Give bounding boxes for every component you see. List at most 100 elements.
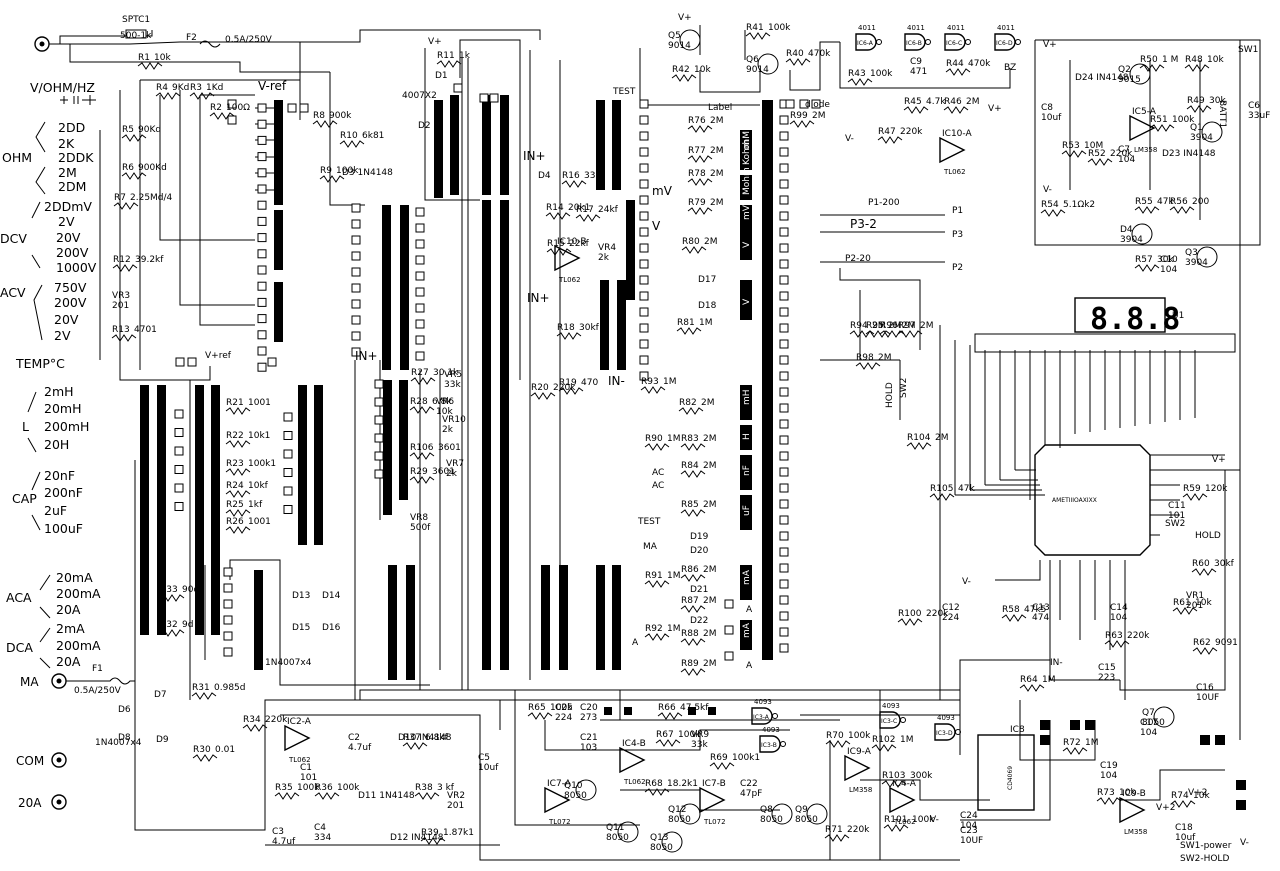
switch-pad[interactable] <box>283 431 293 440</box>
switch-pad[interactable] <box>779 323 789 333</box>
switch-pad[interactable] <box>779 195 789 205</box>
switch-pad[interactable] <box>223 583 233 593</box>
switch-pad[interactable] <box>779 291 789 301</box>
trimmer-vr5-ref[interactable]: VR5 <box>444 370 462 380</box>
switch-pad[interactable] <box>415 303 425 313</box>
switch-pad[interactable] <box>639 99 649 109</box>
switch-pad[interactable] <box>779 243 789 253</box>
switch-pad[interactable] <box>227 115 237 125</box>
switch-pad[interactable] <box>283 412 293 422</box>
switch-pad[interactable] <box>174 409 184 419</box>
switch-pad[interactable] <box>639 243 649 253</box>
switch-pad[interactable] <box>257 200 267 210</box>
switch-pad[interactable] <box>299 103 309 113</box>
switch-pad[interactable] <box>639 355 649 365</box>
switch-pad[interactable] <box>639 371 649 381</box>
switch-pad[interactable] <box>779 563 789 573</box>
switch-pad[interactable] <box>351 203 361 213</box>
switch-pad[interactable] <box>415 255 425 265</box>
switch-pad[interactable] <box>639 275 649 285</box>
switch-pad[interactable] <box>779 547 789 557</box>
switch-pad[interactable] <box>351 299 361 309</box>
switch-pad[interactable] <box>257 119 267 129</box>
switch-pad[interactable] <box>639 291 649 301</box>
switch-pad[interactable] <box>374 433 384 443</box>
switch-pad[interactable] <box>779 131 789 141</box>
trimmer-vr7-ref[interactable]: VR7 <box>446 459 464 469</box>
switch-pad[interactable] <box>639 227 649 237</box>
switch-pad[interactable] <box>283 449 293 459</box>
switch-pad[interactable] <box>223 615 233 625</box>
switch-pad[interactable] <box>257 233 267 243</box>
switch-pad[interactable] <box>174 483 184 493</box>
switch-pad[interactable] <box>223 631 233 641</box>
switch-pad[interactable] <box>639 195 649 205</box>
switch-pad[interactable] <box>415 223 425 233</box>
trimmer-vr3-ref[interactable]: VR3 <box>112 291 130 301</box>
switch-pad[interactable] <box>785 99 795 109</box>
switch-pad[interactable] <box>257 216 267 226</box>
switch-pad[interactable] <box>779 339 789 349</box>
switch-pad[interactable] <box>779 467 789 477</box>
switch-pad[interactable] <box>223 599 233 609</box>
switch-pad[interactable] <box>257 103 267 113</box>
switch-pad[interactable] <box>779 435 789 445</box>
switch-pad[interactable] <box>779 627 789 637</box>
switch-pad[interactable] <box>374 379 384 389</box>
switch-pad[interactable] <box>489 93 499 103</box>
switch-pad[interactable] <box>779 483 789 493</box>
switch-pad[interactable] <box>639 211 649 221</box>
switch-pad[interactable] <box>351 347 361 357</box>
switch-pad[interactable] <box>779 163 789 173</box>
switch-pad[interactable] <box>257 362 267 372</box>
switch-pad[interactable] <box>779 611 789 621</box>
switch-pad[interactable] <box>415 351 425 361</box>
switch-pad[interactable] <box>779 259 789 269</box>
switch-pad[interactable] <box>374 451 384 461</box>
switch-pad[interactable] <box>257 184 267 194</box>
switch-pad[interactable] <box>779 179 789 189</box>
switch-pad[interactable] <box>257 281 267 291</box>
switch-pad[interactable] <box>779 371 789 381</box>
terminal-com[interactable] <box>51 752 67 768</box>
switch-pad[interactable] <box>415 239 425 249</box>
switch-pad[interactable] <box>779 115 789 125</box>
switch-pad[interactable] <box>351 267 361 277</box>
switch-pad[interactable] <box>639 259 649 269</box>
terminal-20a[interactable] <box>51 794 67 810</box>
switch-pad[interactable] <box>287 103 297 113</box>
switch-pad[interactable] <box>257 152 267 162</box>
switch-pad[interactable] <box>174 446 184 456</box>
switch-pad[interactable] <box>639 115 649 125</box>
switch-pad[interactable] <box>779 307 789 317</box>
switch-pad[interactable] <box>257 168 267 178</box>
switch-pad[interactable] <box>415 207 425 217</box>
switch-pad[interactable] <box>779 579 789 589</box>
switch-pad[interactable] <box>479 93 489 103</box>
trimmer-vr2-ref[interactable]: VR2 <box>447 791 465 801</box>
switch-pad[interactable] <box>639 163 649 173</box>
switch-pad[interactable] <box>724 599 734 609</box>
switch-pad[interactable] <box>351 219 361 229</box>
switch-pad[interactable] <box>415 287 425 297</box>
switch-pad[interactable] <box>639 147 649 157</box>
switch-pad[interactable] <box>351 251 361 261</box>
switch-pad[interactable] <box>779 595 789 605</box>
switch-pad[interactable] <box>779 211 789 221</box>
trimmer-vr6-ref[interactable]: VR6 <box>436 397 454 407</box>
switch-pad[interactable] <box>257 314 267 324</box>
trimmer-vr10-ref[interactable]: VR10 <box>442 415 466 425</box>
switch-pad[interactable] <box>283 505 293 514</box>
switch-pad[interactable] <box>724 625 734 635</box>
trimmer-vr1-ref[interactable]: VR1 <box>1186 591 1204 601</box>
switch-pad[interactable] <box>799 99 809 109</box>
switch-pad[interactable] <box>639 131 649 141</box>
switch-pad[interactable] <box>639 307 649 317</box>
switch-pad[interactable] <box>453 83 463 93</box>
switch-pad[interactable] <box>779 403 789 413</box>
switch-pad[interactable] <box>374 415 384 425</box>
switch-pad[interactable] <box>257 265 267 275</box>
switch-pad[interactable] <box>351 283 361 293</box>
switch-pad[interactable] <box>174 502 184 511</box>
switch-pad[interactable] <box>223 647 233 657</box>
